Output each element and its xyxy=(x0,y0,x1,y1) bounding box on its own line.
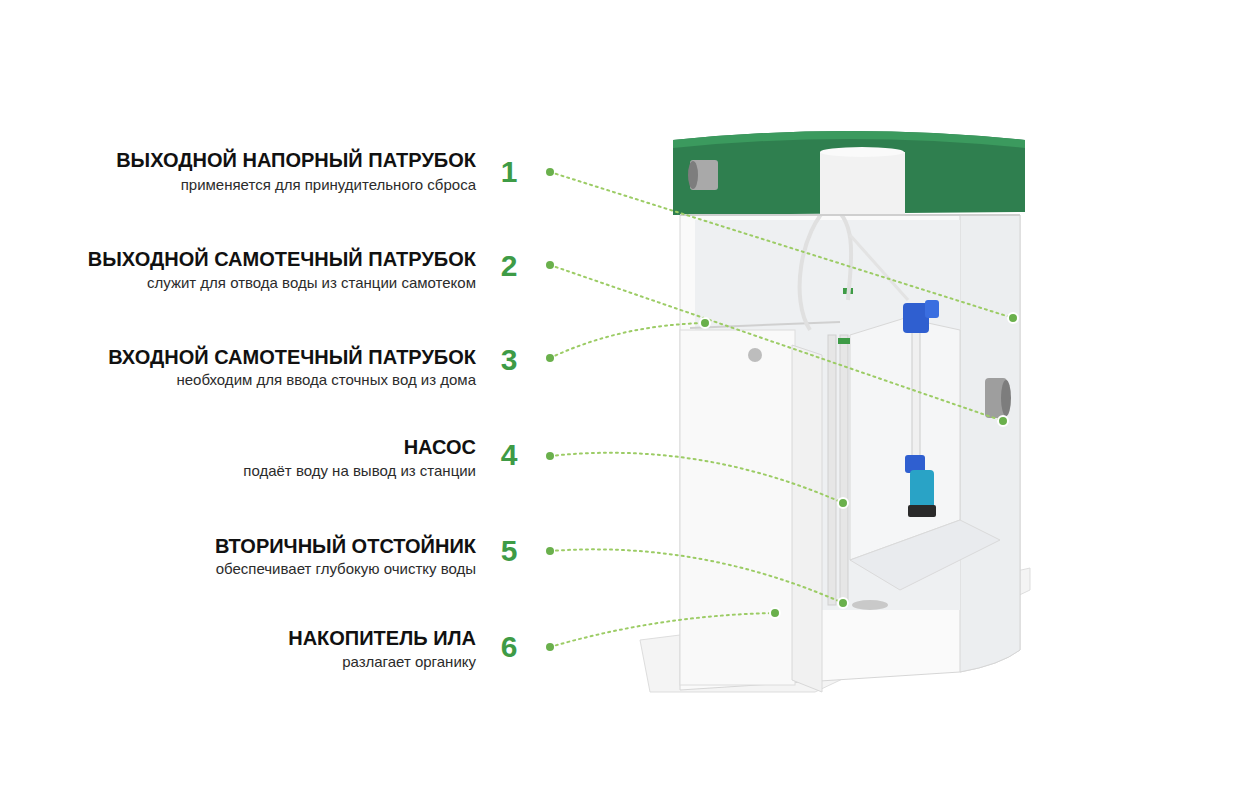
pointer-dot xyxy=(838,598,848,608)
callout-title: ВХОДНОЙ САМОТЕЧНЫЙ ПАТРУБОК xyxy=(108,346,476,369)
pointer-dot xyxy=(770,608,780,618)
callout-title: ВЫХОДНОЙ САМОТЕЧНЫЙ ПАТРУБОК xyxy=(88,248,476,271)
pump-base xyxy=(908,505,936,517)
callout-description: необходим для ввода сточных вод из дома xyxy=(176,371,476,388)
compartment-rim xyxy=(690,322,840,328)
leader-dot xyxy=(546,643,554,651)
green-lid xyxy=(673,131,1025,215)
pump-body xyxy=(910,470,934,510)
settler-wall xyxy=(850,318,960,560)
callout-number: 4 xyxy=(501,438,518,473)
pipe-collar xyxy=(838,338,850,344)
leader-dot xyxy=(546,261,554,269)
pump-pipe xyxy=(912,330,920,460)
airlift-pipe xyxy=(840,335,848,605)
callout-title: ВЫХОДНОЙ НАПОРНЫЙ ПАТРУБОК xyxy=(116,149,476,172)
panel-hole xyxy=(748,348,762,362)
callout-number: 2 xyxy=(501,249,518,284)
pointer-dot xyxy=(838,498,848,508)
inner-cylinder-top xyxy=(820,147,904,157)
leader-line xyxy=(550,323,705,358)
leader-line xyxy=(550,265,1003,421)
pointer-dot xyxy=(700,318,710,328)
air-hose xyxy=(830,205,851,300)
partition-panel xyxy=(792,345,822,692)
callout-number: 5 xyxy=(501,534,518,569)
callout-description: разлагает органику xyxy=(342,653,476,670)
callout-description: обеспечивает глубокую очистку воды xyxy=(216,560,476,577)
callout-number: 3 xyxy=(501,343,518,378)
inlet-pipe-end xyxy=(1001,380,1011,416)
callout-title: ВТОРИЧНЫЙ ОТСТОЙНИК xyxy=(215,535,476,558)
inner-cylinder xyxy=(820,152,905,214)
air-hose xyxy=(850,235,908,300)
pointer-dot xyxy=(1008,313,1018,323)
airlift-pipe xyxy=(828,335,836,605)
leader-line xyxy=(550,613,775,647)
leader-line xyxy=(550,549,843,603)
body-top-edge xyxy=(680,214,1020,216)
lid-rim xyxy=(673,131,1025,148)
callout-description: служит для отвода воды из станции самоте… xyxy=(147,274,476,291)
check-valve xyxy=(925,300,939,318)
outlet-pipe-end xyxy=(688,161,698,189)
leader-dot xyxy=(546,547,554,555)
front-panel xyxy=(680,330,795,685)
leader-line xyxy=(550,172,1013,318)
callout-title: НАСОС xyxy=(404,436,476,459)
leader-dot xyxy=(546,354,554,362)
floor-slot xyxy=(852,600,888,610)
air-hose xyxy=(800,205,830,330)
leader-dot xyxy=(546,168,554,176)
leader-dot xyxy=(546,452,554,460)
leader-line xyxy=(550,453,843,503)
callout-title: НАКОПИТЕЛЬ ИЛА xyxy=(288,627,476,650)
callout-description: применяется для принудительного сброса xyxy=(181,176,476,193)
settler-floor xyxy=(850,520,1000,590)
callout-description: подаёт воду на вывод из станции xyxy=(243,462,476,479)
pointer-dot xyxy=(998,416,1008,426)
callout-number: 1 xyxy=(501,155,518,190)
callout-number: 6 xyxy=(501,630,518,665)
tank-shell-side xyxy=(960,215,1020,672)
